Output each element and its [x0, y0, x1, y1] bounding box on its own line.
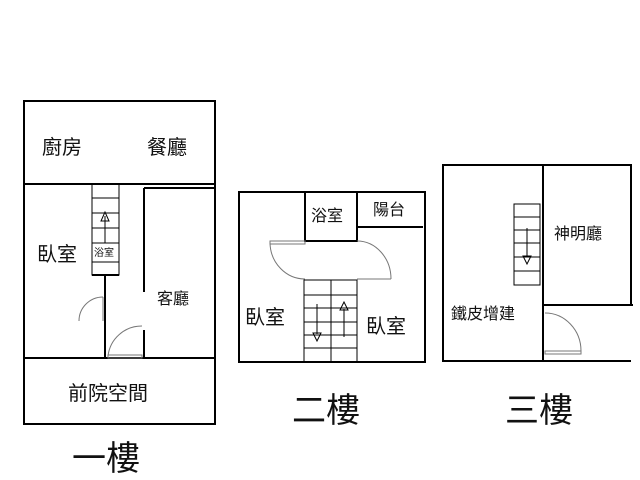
down-arrow-icon	[522, 255, 532, 266]
floor-3-plan: 神明廳 鐵皮增建 三樓	[442, 164, 633, 431]
room-label-bathroom: 浴室	[94, 246, 114, 259]
floor-2-plan: 浴室 陽台 臥室 臥室 二樓	[238, 191, 426, 431]
bathroom-box	[304, 191, 358, 242]
floor-3-staircase	[513, 203, 541, 286]
room-label-bathroom: 浴室	[311, 206, 343, 225]
down-arrow-icon	[312, 332, 322, 343]
room-label-bedroom-right: 臥室	[366, 314, 406, 338]
floor-2-staircase	[303, 279, 358, 363]
floor-1-title: 一樓	[72, 439, 140, 479]
room-label-dining: 餐廳	[147, 135, 187, 159]
floor-1-outline	[23, 100, 216, 425]
floor-2-title: 二樓	[292, 391, 360, 431]
door-icon	[78, 296, 104, 322]
door-icon	[269, 240, 306, 280]
room-label-kitchen: 廚房	[42, 135, 82, 159]
room-label-balcony: 陽台	[373, 200, 405, 219]
floor-1-staircase	[91, 183, 120, 276]
room-label-bedroom: 臥室	[37, 242, 77, 266]
room-label-living: 客廳	[157, 289, 189, 308]
up-arrow-icon	[339, 300, 349, 311]
door-icon	[356, 240, 392, 280]
room-label-bedroom-left: 臥室	[245, 305, 285, 329]
door-icon	[544, 312, 582, 355]
room-label-shrine-hall: 神明廳	[554, 224, 602, 243]
floor-3-title: 三樓	[505, 391, 573, 431]
door-icon	[107, 325, 143, 359]
room-label-front-yard: 前院空間	[68, 381, 148, 405]
up-arrow-icon	[100, 210, 110, 222]
room-label-iron-extension: 鐵皮增建	[451, 304, 515, 323]
floor-3-outline	[442, 164, 632, 362]
floor-1-plan: 廚房 餐廳 臥室 浴室 客廳 前院空間 一樓	[23, 100, 216, 479]
